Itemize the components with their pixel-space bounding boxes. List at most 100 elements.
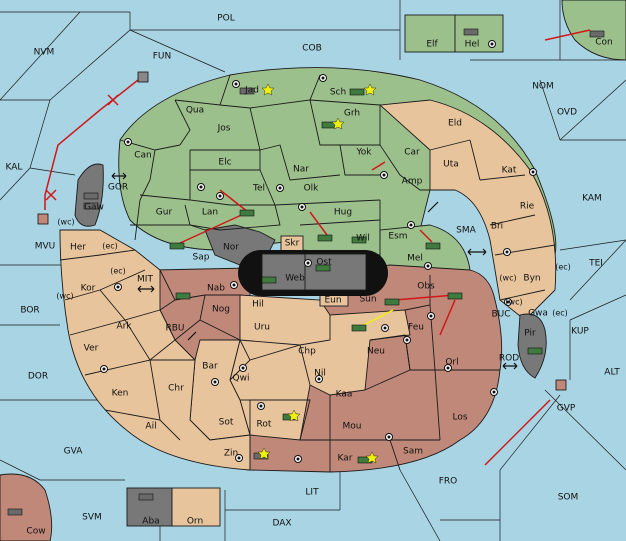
label-car: Car xyxy=(404,148,420,158)
sea-nom: NOM xyxy=(532,82,554,92)
label-eun: Eun xyxy=(324,296,341,306)
label-grh: Grh xyxy=(344,109,360,119)
label-aba: Aba xyxy=(142,517,159,527)
sea-buc: BUC xyxy=(491,310,510,320)
label-rot: Rot xyxy=(257,420,272,430)
sea-rbu: RBU xyxy=(165,324,184,334)
label-ost: Ost xyxy=(316,258,332,268)
label-can: Can xyxy=(134,151,152,161)
sea-gva: GVA xyxy=(64,447,84,457)
label-gur: Gur xyxy=(156,208,173,218)
label-sun: Sun xyxy=(359,295,376,305)
sea-ovd: OVD xyxy=(557,108,577,118)
label-kor: Kor xyxy=(81,284,96,294)
label-coast-kor-wc: (wc) xyxy=(56,292,73,301)
label-mou: Mou xyxy=(343,422,362,432)
label-hel: Hel xyxy=(465,40,480,50)
sea-lit: LIT xyxy=(305,488,319,498)
label-uta: Uta xyxy=(443,160,459,170)
label-los: Los xyxy=(452,413,467,423)
convoy-markers xyxy=(111,172,518,370)
label-gwa: Gwa xyxy=(528,309,548,319)
build-stars xyxy=(257,83,379,464)
label-bri: Bri xyxy=(491,222,503,232)
sea-gor: GOR xyxy=(108,183,128,193)
region-pir[interactable] xyxy=(517,313,547,379)
region-con[interactable] xyxy=(561,0,626,61)
label-kat: Kat xyxy=(502,166,517,176)
region-orn[interactable] xyxy=(171,487,221,527)
label-coast-gor-wc: (wc) xyxy=(57,218,74,227)
land-labels: Elf Hel Jad Sch Qua Grh Eld Jos Can Yok … xyxy=(70,40,548,527)
label-pir: Pir xyxy=(524,329,536,339)
supply-centers xyxy=(100,40,537,463)
label-skr: Skr xyxy=(285,239,300,249)
label-feu: Feu xyxy=(408,323,424,333)
sea-dor: DOR xyxy=(28,372,48,382)
sea-rod: ROD xyxy=(499,354,519,364)
label-lan: Lan xyxy=(202,208,218,218)
label-qwi: Qwi xyxy=(233,374,250,384)
label-ark: Ark xyxy=(116,322,132,332)
label-nar: Nar xyxy=(293,165,309,175)
sea-dax: DAX xyxy=(272,519,291,529)
label-coast-byn-ec: (ec) xyxy=(555,263,571,272)
label-her: Her xyxy=(70,243,86,253)
region-label-con: Con xyxy=(595,38,613,48)
sea-bor: BOR xyxy=(20,306,39,316)
label-zin: Zin xyxy=(224,449,238,459)
label-coast-byn-wc: (wc) xyxy=(499,274,516,283)
region-cow[interactable] xyxy=(0,473,53,541)
sea-som: SOM xyxy=(558,493,579,503)
label-amp: Amp xyxy=(402,177,423,187)
label-mel: Mel xyxy=(407,254,423,264)
region-group-east xyxy=(378,99,557,321)
label-wil: Wil xyxy=(356,234,370,244)
label-elc: Elc xyxy=(218,158,231,168)
label-yok: Yok xyxy=(355,148,372,158)
sea-fun: FUN xyxy=(153,52,172,62)
region-label-cow: Cow xyxy=(26,527,45,537)
label-nab: Nab xyxy=(207,284,225,294)
label-sch: Sch xyxy=(330,88,346,98)
label-gaw: Gaw xyxy=(84,203,104,213)
label-eld: Eld xyxy=(448,119,462,129)
support-arrow xyxy=(359,309,394,328)
region-elf[interactable] xyxy=(404,14,456,53)
label-web: Web xyxy=(285,274,305,284)
label-qua: Qua xyxy=(186,106,204,116)
label-coast-gwa-wc: (wc) xyxy=(505,298,522,307)
label-coast-kor-ec: (ec) xyxy=(110,267,126,276)
label-orl: Orl xyxy=(445,358,458,368)
label-jos: Jos xyxy=(217,124,231,134)
sea-labels: POL COB NVM FUN NOM OVD KAL GOR MVU KAM … xyxy=(6,14,621,537)
label-sap: Sap xyxy=(193,253,210,263)
sea-sma: SMA xyxy=(456,226,476,236)
label-hug: Hug xyxy=(334,208,352,218)
coast-labels: (wc) (ec) (ec) (wc) (wc) (ec) (wc) (ec) xyxy=(56,218,570,318)
label-uru: Uru xyxy=(254,323,270,333)
label-elf: Elf xyxy=(426,40,438,50)
sea-mit: MIT xyxy=(137,275,153,285)
label-ken: Ken xyxy=(112,389,129,399)
label-esm: Esm xyxy=(388,232,407,242)
label-coast-gwa-ec: (ec) xyxy=(552,309,568,318)
label-jad: Jad xyxy=(244,86,259,96)
sea-mvu: MVU xyxy=(35,242,56,252)
region-web-ost-inner xyxy=(261,253,367,291)
sea-kal: KAL xyxy=(6,163,23,173)
label-nog: Nog xyxy=(212,305,230,315)
label-hil: Hil xyxy=(252,300,264,310)
label-obs: Obs xyxy=(417,282,435,292)
sea-tei: TEI xyxy=(588,259,603,269)
label-tel: Tel xyxy=(252,184,265,194)
label-kar: Kar xyxy=(338,454,353,464)
sea-pol: POL xyxy=(217,14,235,24)
label-byn: Byn xyxy=(523,274,540,284)
label-orn: Orn xyxy=(187,517,203,527)
sea-kam: KAM xyxy=(582,194,602,204)
label-chp: Chp xyxy=(298,347,316,357)
